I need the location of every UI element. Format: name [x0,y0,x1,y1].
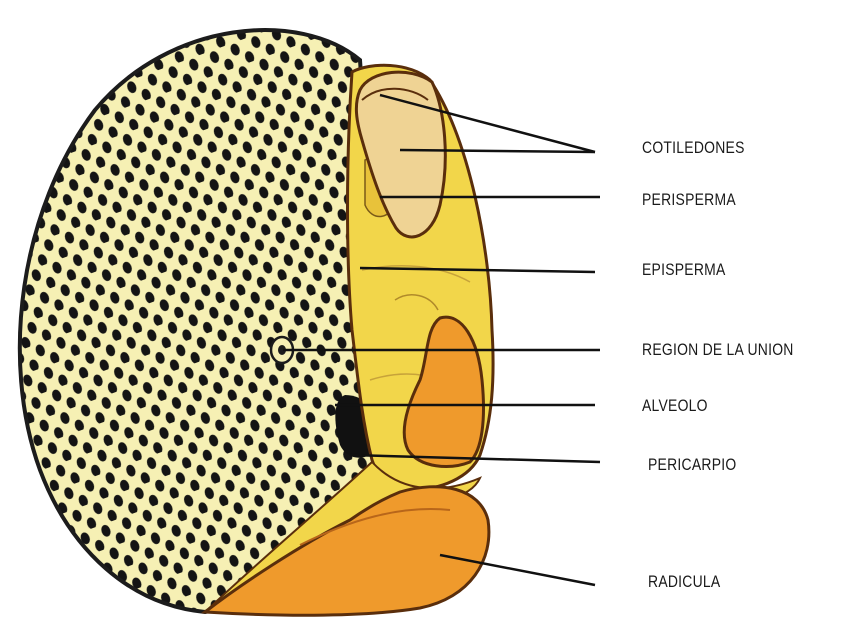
label-episperma: EPISPERMA [642,260,726,280]
label-perisperma: PERISPERMA [642,190,736,210]
label-alveolo: ALVEOLO [642,396,708,416]
label-pericarpio: PERICARPIO [648,455,736,475]
label-radicula: RADICULA [648,572,720,592]
label-region-union: REGION DE LA UNION [642,340,794,360]
label-cotiledones: COTILEDONES [642,138,745,158]
